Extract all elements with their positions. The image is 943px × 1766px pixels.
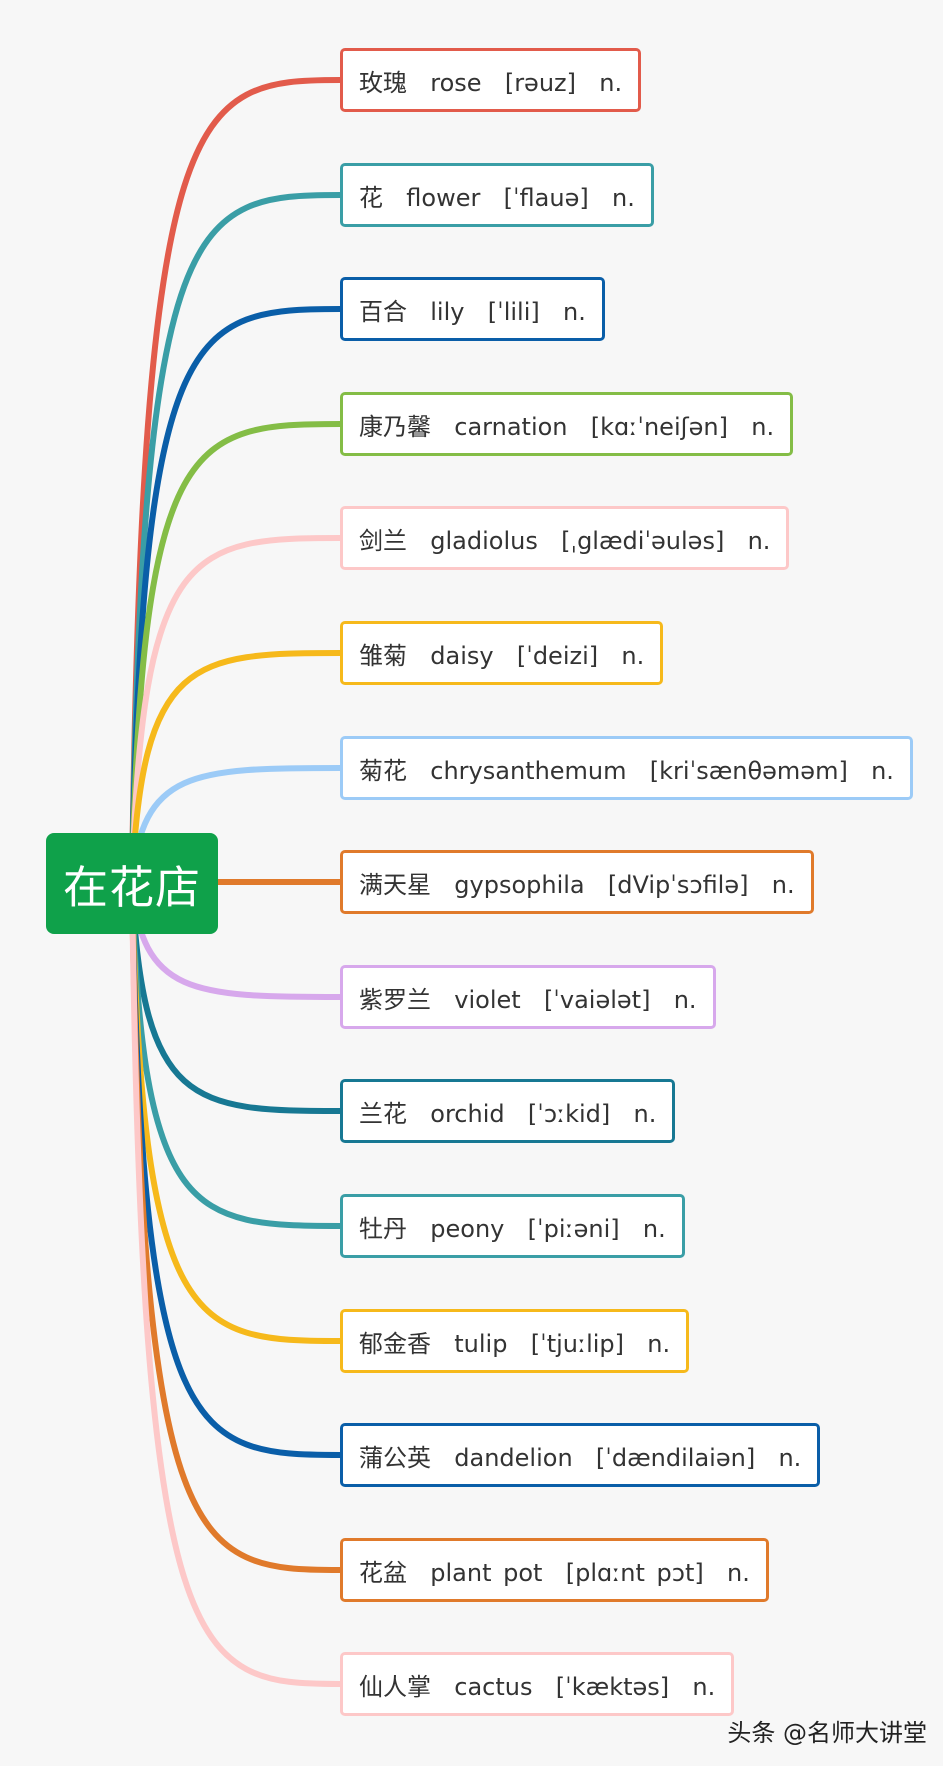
watermark: 头条 @名师大讲堂	[727, 1719, 927, 1747]
node-text: 雏菊 daisy [ˈdeizi] n.	[359, 641, 645, 670]
node-text: 仙人掌 cactus [ˈkæktəs] n.	[359, 1672, 716, 1701]
connector-rose	[129, 77, 343, 886]
branch-node-dandelion[interactable]: 蒲公英 dandelion [ˈdændilaiən] n.	[340, 1423, 821, 1487]
branch-node-chrysanthemum[interactable]: 菊花 chrysanthemum [kriˈsænθəməm] n.	[340, 736, 913, 800]
node-text: 蒲公英 dandelion [ˈdændilaiən] n.	[359, 1443, 802, 1472]
connector-daisy	[129, 650, 343, 886]
node-text: 兰花 orchid [ˈɔːkid] n.	[359, 1099, 657, 1128]
branch-node-cactus[interactable]: 仙人掌 cactus [ˈkæktəs] n.	[340, 1652, 735, 1716]
branch-node-carnation[interactable]: 康乃馨 carnation [kɑːˈneiʃən] n.	[340, 392, 794, 456]
node-text: 花 flower [ˈflauə] n.	[359, 183, 635, 212]
branch-node-tulip[interactable]: 郁金香 tulip [ˈtjuːlip] n.	[340, 1309, 690, 1373]
branch-node-violet[interactable]: 紫罗兰 violet [ˈvaiələt] n.	[340, 965, 716, 1029]
connector-cactus	[129, 880, 343, 1687]
node-text: 剑兰 gladiolus [ˌglædiˈəuləs] n.	[359, 526, 771, 555]
branch-node-peony[interactable]: 牡丹 peony [ˈpiːəni] n.	[340, 1194, 685, 1258]
branch-node-gypsophila[interactable]: 满天星 gypsophila [dVipˈsɔfilə] n.	[340, 850, 814, 914]
branch-node-daisy[interactable]: 雏菊 daisy [ˈdeizi] n.	[340, 621, 664, 685]
root-label: 在花店	[62, 861, 201, 914]
node-text: 玫瑰 rose [rəuz] n.	[359, 68, 623, 97]
connector-carnation	[129, 421, 343, 886]
branch-node-flower[interactable]: 花 flower [ˈflauə] n.	[340, 163, 654, 227]
branch-node-lily[interactable]: 百合 lily [ˈlili] n.	[340, 277, 605, 341]
branch-node-gladiolus[interactable]: 剑兰 gladiolus [ˌglædiˈəuləs] n.	[340, 506, 790, 570]
node-text: 康乃馨 carnation [kɑːˈneiʃən] n.	[359, 412, 775, 441]
node-text: 花盆 plant pot [plɑːnt pɔt] n.	[359, 1558, 750, 1587]
node-text: 郁金香 tulip [ˈtjuːlip] n.	[359, 1329, 671, 1358]
node-text: 牡丹 peony [ˈpiːəni] n.	[359, 1214, 666, 1243]
branch-node-plant-pot[interactable]: 花盆 plant pot [plɑːnt pɔt] n.	[340, 1538, 769, 1602]
node-text: 满天星 gypsophila [dVipˈsɔfilə] n.	[359, 870, 795, 899]
branch-node-rose[interactable]: 玫瑰 rose [rəuz] n.	[340, 48, 642, 112]
node-text: 紫罗兰 violet [ˈvaiələt] n.	[359, 985, 697, 1014]
connector-gladiolus	[129, 535, 343, 886]
root-node[interactable]: 在花店	[46, 833, 218, 934]
branch-node-orchid[interactable]: 兰花 orchid [ˈɔːkid] n.	[340, 1079, 676, 1143]
node-text: 百合 lily [ˈlili] n.	[359, 297, 586, 326]
connector-lily	[129, 306, 343, 886]
node-text: 菊花 chrysanthemum [kriˈsænθəməm] n.	[359, 756, 894, 785]
